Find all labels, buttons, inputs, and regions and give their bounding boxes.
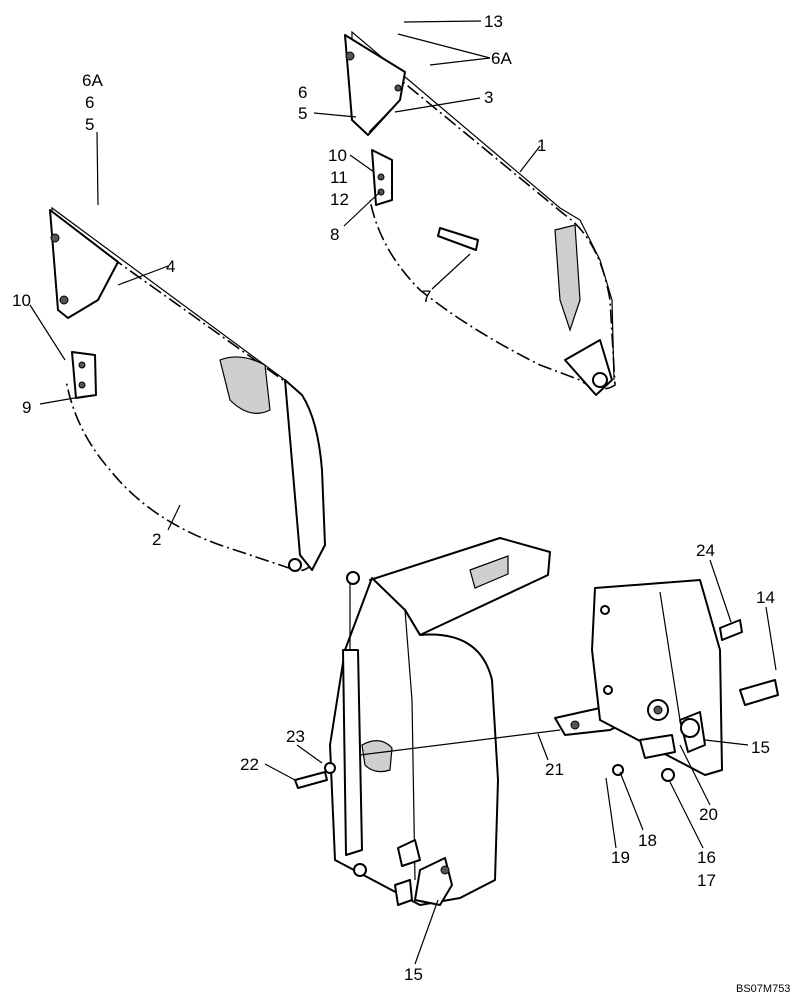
callout-7: 7 — [422, 287, 431, 306]
callout-6-left: 6 — [85, 93, 94, 112]
callout-3: 3 — [484, 88, 493, 107]
callout-15-bottom: 15 — [404, 965, 423, 984]
upper-right-window-assembly — [344, 30, 616, 396]
callout-19: 19 — [611, 848, 630, 867]
callout-8: 8 — [330, 225, 339, 244]
callout-23: 23 — [286, 727, 305, 746]
callout-2: 2 — [152, 530, 161, 549]
callout-21: 21 — [545, 760, 564, 779]
callout-11: 11 — [330, 168, 348, 187]
callout-6-top: 6 — [298, 83, 307, 102]
callout-5-top: 5 — [298, 104, 307, 123]
lower-frame-assembly — [329, 537, 551, 906]
callout-18: 18 — [638, 831, 657, 850]
callout-16: 16 — [697, 848, 716, 867]
callout-12: 12 — [330, 190, 349, 209]
right-latch-plate — [591, 579, 779, 782]
callout-14: 14 — [756, 588, 775, 607]
callout-4: 4 — [166, 257, 175, 276]
left-window-assembly — [49, 206, 326, 572]
callout-13: 13 — [484, 12, 503, 31]
callout-20: 20 — [699, 805, 718, 824]
gas-strut — [342, 571, 367, 877]
callout-10-top: 10 — [328, 146, 347, 165]
callout-22: 22 — [240, 755, 259, 774]
callout-1: 1 — [537, 136, 546, 155]
callout-labels: 13 6A 3 6 5 1 10 11 12 8 7 6A 6 5 4 10 9… — [12, 12, 790, 995]
callout-5-left: 5 — [85, 115, 94, 134]
leader-lines — [29, 20, 777, 965]
callout-15-right: 15 — [751, 738, 770, 757]
drawing-code: BS07M753 — [736, 983, 790, 995]
callout-17: 17 — [697, 871, 716, 890]
callout-10-left: 10 — [12, 291, 31, 310]
callout-9: 9 — [22, 398, 31, 417]
callout-24: 24 — [696, 541, 715, 560]
callout-6a-top: 6A — [491, 49, 512, 68]
callout-6a-left: 6A — [82, 71, 103, 90]
bolt-and-washer — [294, 762, 336, 789]
